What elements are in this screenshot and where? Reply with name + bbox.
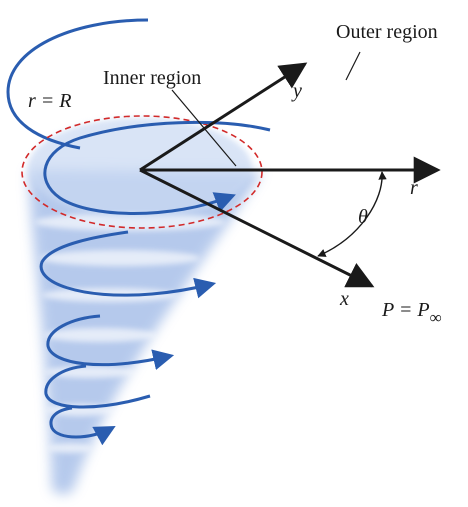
outer-region-leader — [345, 51, 361, 81]
r-axis-label: r — [410, 177, 418, 199]
theta-label: θ — [358, 206, 368, 228]
y-axis-arrow — [139, 62, 308, 172]
r-equals-R-label: r = R — [28, 90, 72, 112]
outer-circulation-arc — [6, 18, 149, 150]
inner-region-leader — [171, 89, 237, 167]
top-circulation-loop — [43, 120, 271, 215]
outer-region-label: Outer region — [336, 21, 438, 43]
inner-region-label: Inner region — [103, 67, 201, 89]
pressure-label: P = P∞ — [381, 299, 442, 327]
axes — [139, 62, 441, 288]
theta-angle-arc — [317, 171, 387, 257]
vortex-cone — [28, 118, 262, 495]
core-boundary-dashed — [21, 115, 263, 229]
y-axis-label: y — [291, 80, 302, 102]
pressure-label-lhs: P = P — [381, 299, 430, 321]
pressure-label-sub: ∞ — [430, 308, 442, 327]
x-axis-arrow — [139, 168, 375, 288]
spiral-turns — [39, 230, 217, 446]
x-axis-label: x — [339, 288, 349, 310]
